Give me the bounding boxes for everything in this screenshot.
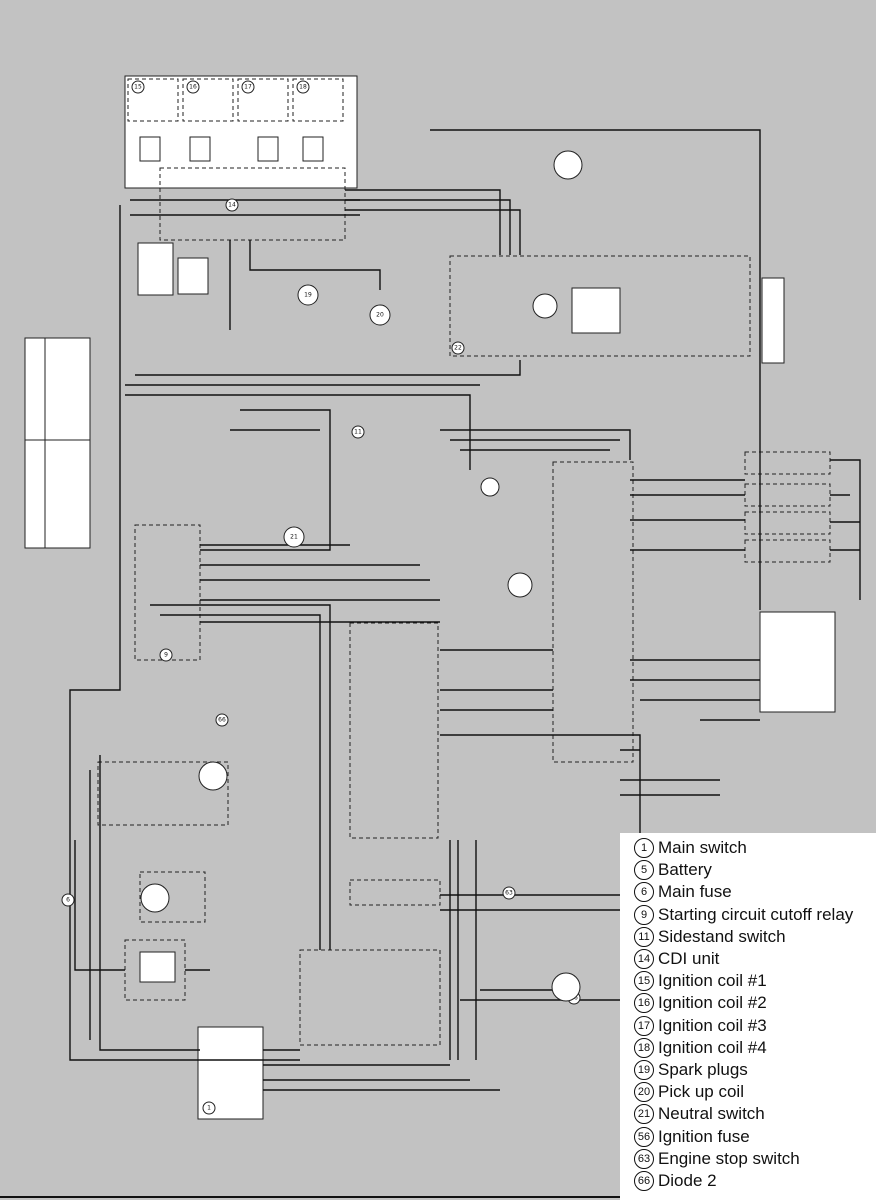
legend-label: Ignition coil #1 — [658, 971, 767, 991]
legend-label: Ignition coil #4 — [658, 1037, 767, 1057]
legend-label: Pick up coil — [658, 1082, 744, 1102]
component-number: 9 — [164, 652, 168, 659]
legend-label: Main switch — [658, 838, 747, 858]
legend-number: 66 — [634, 1170, 654, 1191]
legend-label: Battery — [658, 860, 712, 880]
component-number: 22 — [454, 345, 462, 352]
component-number: 66 — [218, 717, 226, 724]
legend-number: 1 — [634, 838, 654, 859]
legend-label: CDI unit — [658, 949, 720, 969]
component-number: 19 — [304, 292, 312, 299]
legend-number: 11 — [634, 926, 654, 947]
component-number: 20 — [376, 312, 384, 319]
legend-number: 19 — [634, 1059, 654, 1080]
legend-label: Engine stop switch — [658, 1148, 800, 1168]
legend-number: 63 — [634, 1148, 654, 1169]
legend-label: Main fuse — [658, 882, 732, 902]
legend-label: Spark plugs — [658, 1059, 748, 1079]
legend-number: 9 — [634, 904, 654, 925]
legend-number: 16 — [634, 993, 654, 1014]
legend-number: 18 — [634, 1037, 654, 1058]
legend-label: Starting circuit cutoff relay — [658, 904, 854, 924]
legend-number: 56 — [634, 1126, 654, 1147]
ignition-coil-block — [124, 75, 358, 189]
meter-assembly — [449, 255, 751, 357]
component-number: 14 — [228, 202, 236, 209]
legend-label: Diode 2 — [658, 1170, 717, 1190]
component-number: 6 — [66, 897, 70, 904]
component-number: 15 — [134, 84, 142, 91]
component-number: 11 — [354, 429, 362, 436]
legend-number: 15 — [634, 971, 654, 992]
component-number: 63 — [505, 890, 513, 897]
legend-number: 17 — [634, 1015, 654, 1036]
legend-label: Sidestand switch — [658, 926, 786, 946]
legend-number: 14 — [634, 949, 654, 970]
component-number: 1 — [207, 1105, 211, 1112]
component-number: 17 — [244, 84, 252, 91]
component-number: 21 — [290, 534, 298, 541]
legend-number: 20 — [634, 1082, 654, 1103]
legend-number: 6 — [634, 882, 654, 903]
component-number: 16 — [189, 84, 197, 91]
component-number: 18 — [299, 84, 307, 91]
legend-number: 5 — [634, 860, 654, 881]
legend-label: Ignition fuse — [658, 1126, 750, 1146]
legend-label: Ignition coil #2 — [658, 993, 767, 1013]
legend-label: Neutral switch — [658, 1104, 765, 1124]
legend-number: 21 — [634, 1104, 654, 1125]
legend-label: Ignition coil #3 — [658, 1015, 767, 1035]
cdi-unit — [159, 167, 346, 241]
